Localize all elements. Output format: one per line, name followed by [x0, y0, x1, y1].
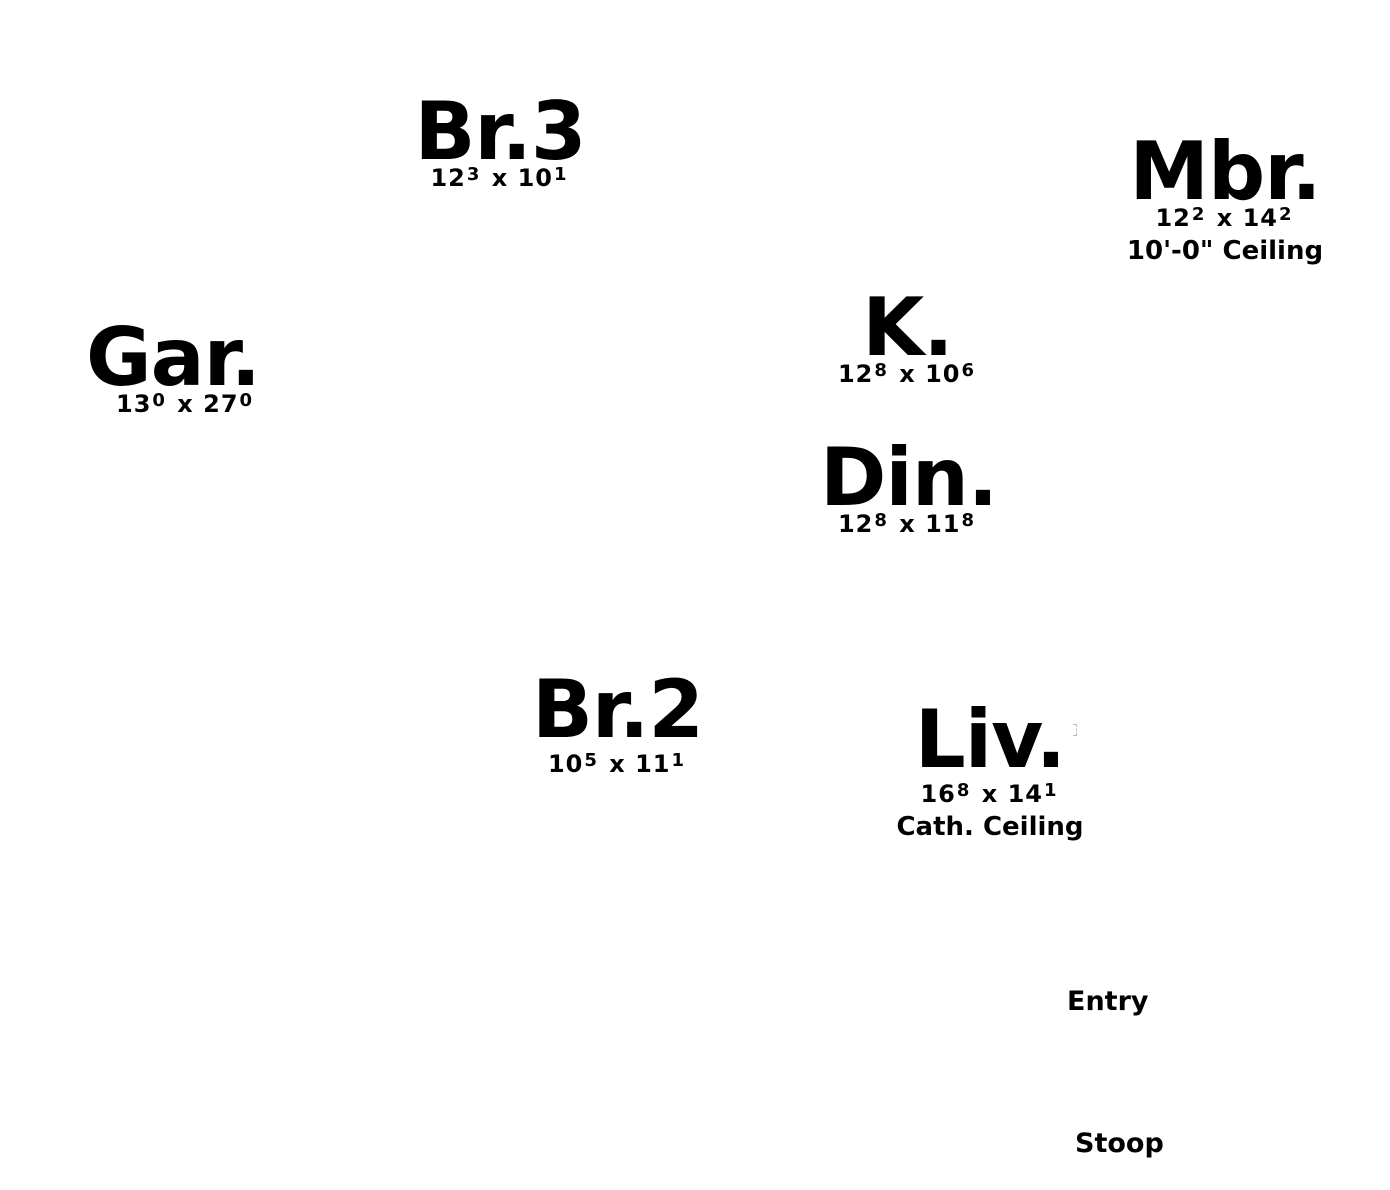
ceiling-note: 10'-0" Ceiling [1126, 236, 1324, 266]
label-stoop: Stoop [1075, 1128, 1164, 1159]
room-dimensions: 128 x 106 [837, 360, 976, 388]
room-dimensions: 130 x 270 [116, 390, 254, 418]
room-br2: Br.2 105 x 111 [525, 663, 710, 778]
ceiling-note: Cath. Ceiling [896, 812, 1084, 842]
room-name: Br.2 [531, 663, 704, 756]
room-name: Br.3 [414, 85, 586, 178]
room-name: K. [862, 281, 953, 374]
room-br3: Br.3 123 x 101 [410, 85, 590, 192]
room-name: Gar. [85, 311, 261, 404]
room-dimensions: 168 x 141 [920, 780, 1058, 808]
room-name: Din. [820, 431, 998, 524]
room-dimensions: 123 x 101 [430, 164, 568, 192]
room-name: Mbr. [1129, 125, 1321, 218]
room-gar: Gar. 130 x 270 [78, 311, 268, 418]
drawing-artifact [1073, 724, 1077, 736]
room-din: Din. 128 x 118 [820, 431, 998, 538]
room-dimensions: 128 x 118 [837, 510, 976, 538]
room-k: K. 128 x 106 [830, 281, 985, 388]
room-mbr: Mbr. 122 x 142 10'-0" Ceiling [1120, 125, 1330, 266]
room-name: Liv. [914, 693, 1066, 786]
room-dimensions: 105 x 111 [547, 750, 686, 778]
label-entry: Entry [1067, 986, 1149, 1017]
room-dimensions: 122 x 142 [1155, 204, 1293, 232]
room-liv: Liv. 168 x 141 Cath. Ceiling [895, 693, 1085, 842]
